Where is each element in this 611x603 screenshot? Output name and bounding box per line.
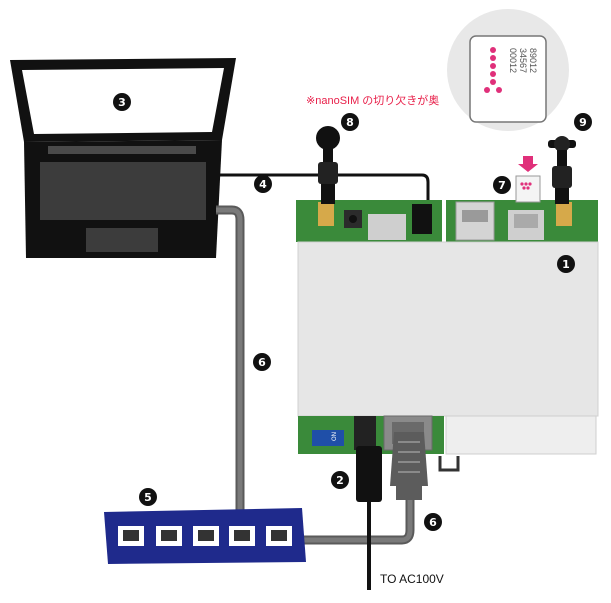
callout-6-right: 6	[424, 513, 442, 531]
power-jack	[354, 416, 376, 450]
svg-text:7: 7	[498, 179, 506, 192]
usb-port-top	[412, 204, 432, 234]
svg-text:8: 8	[346, 116, 354, 129]
usb-cable	[216, 173, 430, 208]
sim-card-zoom	[469, 35, 547, 123]
callout-3: 3	[113, 93, 131, 111]
sim-arrow-icon	[518, 156, 538, 172]
laptop	[10, 58, 236, 258]
svg-text:6: 6	[429, 516, 437, 529]
svg-text:5: 5	[144, 491, 152, 504]
sim-text-3: 89012	[528, 48, 538, 73]
svg-text:2: 2	[336, 474, 344, 487]
network-switch	[104, 508, 306, 564]
lan-cable-laptop	[216, 205, 245, 536]
callout-6-left: 6	[253, 353, 271, 371]
sim-text-2: 34567	[518, 48, 528, 73]
bottom-case-right	[445, 415, 597, 455]
svg-text:6: 6	[258, 356, 266, 369]
main-device: ON	[296, 200, 599, 472]
nanosim-note: ※nanoSIM の切り欠きが奥	[306, 93, 439, 107]
antenna-connector-right	[556, 202, 572, 226]
power-label: TO AC100V	[380, 572, 444, 586]
antenna-left	[316, 126, 340, 204]
svg-text:3: 3	[118, 96, 126, 109]
nano-sim	[515, 156, 541, 203]
sim-text-1: 00012	[508, 48, 518, 73]
svg-text:9: 9	[579, 116, 587, 129]
callout-5: 5	[139, 488, 157, 506]
callout-8: 8	[341, 113, 359, 131]
callout-4: 4	[254, 175, 272, 193]
svg-text:4: 4	[259, 178, 267, 191]
callout-9: 9	[574, 113, 592, 131]
antenna-right	[548, 136, 576, 204]
antenna-connector-left	[318, 202, 334, 226]
power-plug	[356, 446, 382, 502]
laptop-hinge-bar	[48, 146, 196, 154]
laptop-keyboard	[40, 162, 206, 220]
callout-2: 2	[331, 471, 349, 489]
dip-switch	[312, 430, 344, 446]
sim-slot-left	[368, 214, 406, 240]
callout-1: 1	[557, 255, 575, 273]
sim-zoom-callout: 00012 34567 89012	[447, 9, 569, 131]
case-clip	[438, 456, 460, 472]
laptop-touchpad	[86, 228, 158, 252]
svg-text:1: 1	[562, 258, 570, 271]
callout-7: 7	[493, 176, 511, 194]
ethernet-plug	[390, 432, 428, 500]
device-case	[297, 241, 599, 417]
usb-label: ON	[332, 432, 338, 441]
